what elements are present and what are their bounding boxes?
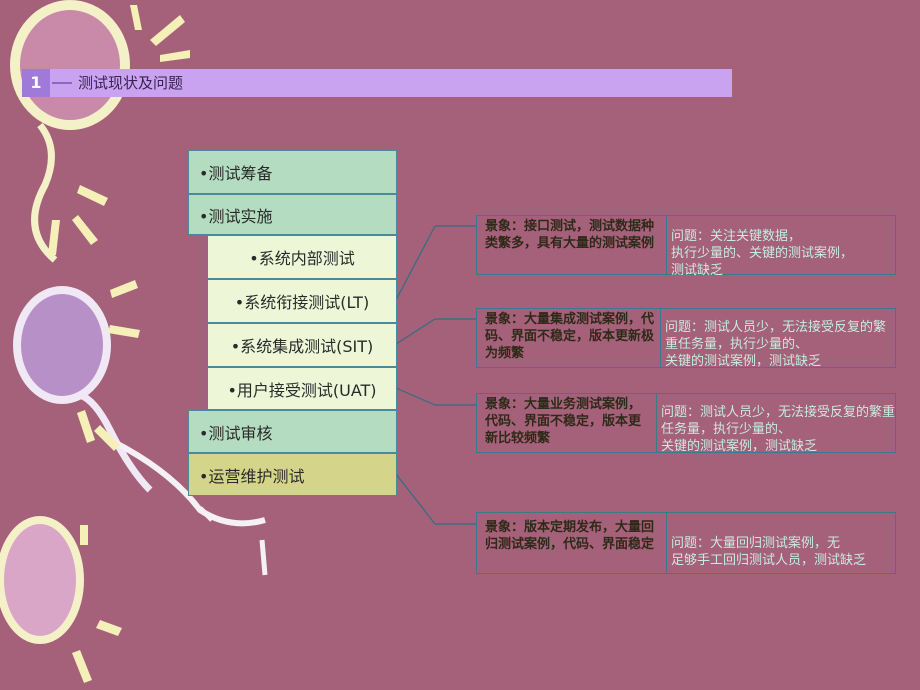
note-scene: 景象：大量业务测试案例，代码、界面不稳定，版本更新比较频繁 [485, 397, 642, 446]
stage-label: •测试实施 [199, 206, 273, 226]
note-problem: 问题：大量回归测试案例，无 足够手工回归测试人员，测试缺乏 [671, 536, 867, 568]
stage-review: •测试审核 [188, 410, 397, 453]
slide-title: 测试现状及问题 [78, 74, 184, 92]
title-bar [22, 69, 732, 97]
stage-internal-test: •系统内部测试 [207, 235, 397, 279]
stage-label: •系统内部测试 [249, 249, 355, 268]
stage-label: •运营维护测试 [199, 466, 305, 486]
stage-uat: •用户接受测试(UAT) [207, 367, 397, 410]
note-divider [656, 394, 657, 452]
stage-sit: •系统集成测试(SIT) [207, 323, 397, 367]
note-problem: 问题：关注关键数据， 执行少量的、关键的测试案例， 测试缺乏 [671, 229, 854, 278]
balloon-bottom [0, 516, 84, 644]
stage-maintenance: •运营维护测试 [188, 453, 397, 496]
note-scene: 景象：接口测试，测试数据种类繁多，具有大量的测试案例 [485, 219, 655, 251]
stage-label: •系统集成测试(SIT) [230, 337, 374, 356]
note-scene: 景象：版本定期发布，大量回归测试案例，代码、界面稳定 [485, 520, 655, 552]
note-divider [666, 513, 667, 573]
note-sit: 景象：大量集成测试案例，代码、界面不稳定，版本更新极为频繁 问题：测试人员少，无… [476, 308, 896, 369]
note-problem: 问题：测试人员少，无法接受反复的繁重任务量，执行少量的、 关键的测试案例，测试缺… [661, 405, 896, 454]
stage-label: •测试筹备 [199, 164, 273, 183]
note-divider [666, 216, 667, 274]
stage-label: •测试审核 [199, 423, 273, 443]
note-divider [660, 309, 661, 367]
note-uat: 景象：大量业务测试案例，代码、界面不稳定，版本更新比较频繁 问题：测试人员少，无… [476, 393, 896, 454]
stage-label: •用户接受测试(UAT) [227, 380, 377, 400]
note-scene: 景象：大量集成测试案例，代码、界面不稳定，版本更新极为频繁 [485, 312, 655, 361]
stage-prep: •测试筹备 [188, 150, 397, 194]
balloon-middle [13, 286, 268, 576]
note-problem: 问题：测试人员少，无法接受反复的繁重任务量，执行少量的、 关键的测试案例，测试缺… [665, 320, 887, 369]
stage-lt: •系统衔接测试(LT) [207, 279, 397, 323]
stage-execution: •测试实施 [188, 194, 397, 235]
stage-label: •系统衔接测试(LT) [234, 293, 370, 312]
sparkles [48, 5, 190, 683]
note-maintenance: 景象：版本定期发布，大量回归测试案例，代码、界面稳定 问题：大量回归测试案例，无… [476, 512, 896, 574]
note-lt: 景象：接口测试，测试数据种类繁多，具有大量的测试案例 问题：关注关键数据， 执行… [476, 215, 896, 278]
title-divider [52, 82, 72, 84]
slide-number: 1 [22, 69, 50, 97]
